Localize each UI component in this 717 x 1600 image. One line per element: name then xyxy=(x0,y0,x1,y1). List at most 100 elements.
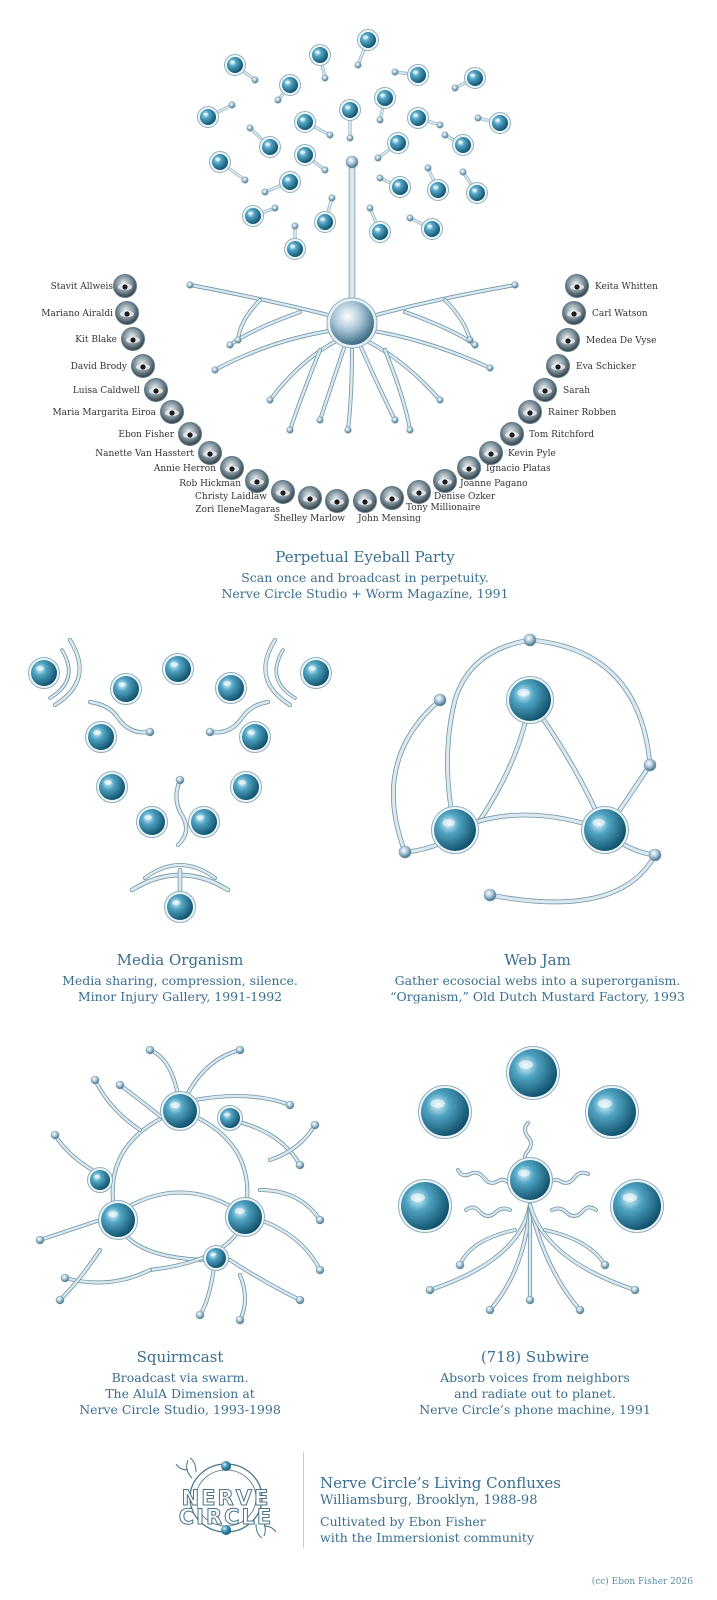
orb-node xyxy=(467,70,483,86)
branch-tip xyxy=(455,1260,465,1270)
participant-name: Nanette Van Hasstert xyxy=(95,449,194,459)
orb-node xyxy=(167,894,193,920)
orb-node xyxy=(434,809,476,851)
branch-tip xyxy=(326,131,334,139)
orb-node xyxy=(90,1170,110,1190)
orb-node xyxy=(390,135,406,151)
squirm-line3: Nerve Circle Studio, 1993-1998 xyxy=(79,1402,281,1417)
participant-name: Joanne Pagano xyxy=(460,479,528,489)
footer-divider xyxy=(303,1452,304,1548)
branch-tip xyxy=(424,164,432,172)
participant-name: David Brody xyxy=(70,362,127,372)
orb-node xyxy=(31,660,57,686)
neuron-branch xyxy=(488,853,657,904)
neuron-branch xyxy=(264,638,292,707)
branch-tip xyxy=(511,281,519,289)
participant-name: Rainer Robben xyxy=(548,408,617,418)
neuron-branch xyxy=(208,700,270,734)
copyright: (cc) Ebon Fisher 2026 xyxy=(591,1577,693,1587)
orb-node xyxy=(245,208,261,224)
participant-name: Rob Hickman xyxy=(179,479,241,489)
branch-tip xyxy=(575,1305,585,1315)
branch-tip xyxy=(321,74,329,82)
participant-name: Eva Schicker xyxy=(576,362,636,372)
branch-tip xyxy=(344,426,352,434)
branch-tip xyxy=(466,336,474,344)
orb-node xyxy=(262,139,278,155)
branch-tip xyxy=(195,1310,205,1320)
footer-credit1: Cultivated by Ebon Fisher xyxy=(320,1514,486,1529)
neuron-branch xyxy=(458,1228,517,1267)
participant-name: Annie Herron xyxy=(153,464,216,474)
participant-name: Maria Margarita Eiroa xyxy=(52,408,156,418)
neuron-branch xyxy=(49,649,70,699)
neuron-branch xyxy=(275,649,296,699)
eyeball-line2: Nerve Circle Studio + Worm Magazine, 199… xyxy=(221,586,509,601)
neuron-branch xyxy=(193,1094,292,1107)
branch-tip xyxy=(406,214,414,222)
orb-node xyxy=(227,57,243,73)
participant-name: Luisa Caldwell xyxy=(72,386,140,396)
media-line1: Media sharing, compression, silence. xyxy=(62,973,298,988)
subwire-line1: Absorb voices from neighbors xyxy=(440,1370,630,1385)
neuron-branch xyxy=(88,700,152,734)
orb-node xyxy=(163,1094,197,1128)
branch-tip xyxy=(115,1080,125,1090)
neuron-branch xyxy=(58,1248,102,1302)
participant-name: Mariano Airaldi xyxy=(41,309,113,319)
branch-tip xyxy=(286,426,294,434)
branch-tip xyxy=(485,1305,495,1315)
orb-node xyxy=(282,174,298,190)
branch-tip xyxy=(321,166,329,174)
branch-tip xyxy=(425,1285,435,1295)
orb-node xyxy=(588,1088,636,1136)
participant-name: Keita Whitten xyxy=(595,282,658,292)
branch-tip xyxy=(315,1215,325,1225)
neuron-branch xyxy=(111,1108,217,1262)
soma-node xyxy=(330,301,374,345)
eyeball-party-artwork xyxy=(113,29,589,513)
neuron-branch xyxy=(268,1123,317,1162)
orb-node xyxy=(113,676,139,702)
branch-tip xyxy=(55,1295,65,1305)
footer-text: Nerve Circle’s Living Confluxes Williams… xyxy=(320,1474,561,1546)
orb-node xyxy=(312,47,328,63)
branch-tip xyxy=(90,1075,100,1085)
orb-node xyxy=(424,221,440,237)
branch-tip xyxy=(436,396,444,404)
neuron-branch xyxy=(391,698,442,854)
branch-tip xyxy=(376,116,384,124)
orb-node xyxy=(218,675,244,701)
branch-tip xyxy=(295,1160,305,1170)
orb-node xyxy=(469,185,485,201)
branch-tip xyxy=(310,1120,320,1130)
nerve-circle-logo xyxy=(175,1457,277,1539)
branch-tip xyxy=(451,84,459,92)
branch-tip xyxy=(433,693,447,707)
subwire-line2: and radiate out to planet. xyxy=(454,1386,616,1401)
media-title: Media Organism xyxy=(116,951,244,969)
branch-tip xyxy=(648,848,662,862)
squirmcast-artwork xyxy=(35,1045,325,1325)
orb-node xyxy=(139,809,165,835)
subwire-line3: Nerve Circle’s phone machine, 1991 xyxy=(419,1402,651,1417)
branch-tip xyxy=(374,154,382,162)
neuron-branch xyxy=(366,328,492,370)
neuron-branch xyxy=(288,348,322,432)
branch-tip xyxy=(235,1315,245,1325)
orb-node xyxy=(377,90,393,106)
participant-name: Tony Millionaire xyxy=(406,503,481,513)
orb-node xyxy=(101,1203,135,1237)
orb-node xyxy=(492,115,508,131)
media-line2: Minor Injury Gallery, 1991-1992 xyxy=(77,989,283,1004)
branch-tip xyxy=(391,416,399,424)
neuron-branch xyxy=(228,310,302,347)
branch-tip xyxy=(406,426,414,434)
branch-tip xyxy=(234,336,242,344)
footer-place: Williamsburg, Brooklyn, 1988-98 xyxy=(320,1493,538,1508)
branch-tip xyxy=(226,341,234,349)
branch-tip xyxy=(459,168,467,176)
branch-tip xyxy=(35,1235,45,1245)
subwire-artwork xyxy=(398,1046,664,1315)
